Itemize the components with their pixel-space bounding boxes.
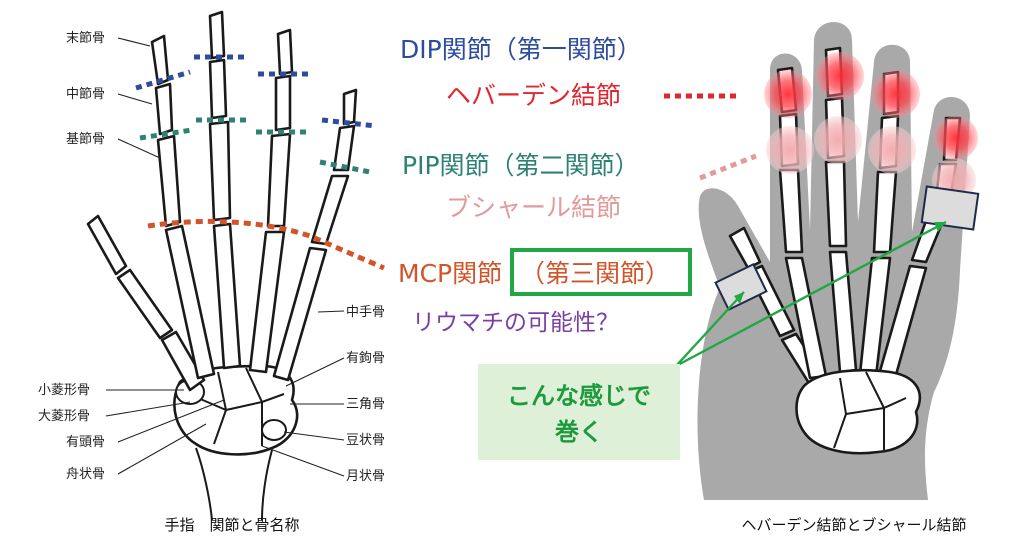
note-arrows: [675, 220, 947, 368]
label-middle-phalanx: 中節骨: [66, 87, 105, 102]
label-trapezoid: 小菱形骨: [38, 383, 90, 398]
legend-mcp: MCP関節: [398, 259, 502, 288]
legend: DIP関節（第一関節） ヘバーデン結節 PIP関節（第二関節） ブシャール結節 …: [398, 35, 692, 336]
note-box: [478, 364, 680, 460]
left-hand-skeleton: [86, 10, 358, 521]
note-line1: こんな感じで: [507, 382, 651, 410]
right-caption: ヘバーデン結節とブシャール結節: [741, 516, 966, 534]
heberden-node-ring: [872, 70, 920, 118]
label-trapezium: 大菱形骨: [38, 409, 90, 424]
bone-labels: 末節骨 中節骨 基節骨 中手骨 有鉤骨 小菱形骨 三角骨 大菱形骨 有頭骨 豆状…: [38, 31, 385, 484]
dip-line-little: [321, 117, 377, 129]
wrap-note: こんな感じで 巻く: [478, 364, 680, 460]
bandage-little-finger: [920, 185, 980, 231]
heberden-node-little: [934, 116, 978, 160]
pip-line-index: [139, 127, 193, 141]
legend-pip: PIP関節（第二関節）: [402, 151, 640, 180]
heberden-node-middle: [816, 52, 864, 100]
mcp-highlight-frame: [510, 248, 692, 296]
pip-line-little: [319, 159, 371, 175]
bouchard-node-index: [766, 126, 814, 174]
label-proximal-phalanx: 基節骨: [66, 132, 105, 147]
heberden-nodes: [764, 52, 978, 160]
legend-dip: DIP関節（第一関節）: [400, 35, 642, 64]
left-caption: 手指 関節と骨名称: [164, 516, 299, 534]
label-scaphoid: 舟状骨: [66, 467, 105, 482]
legend-rheumatoid: リウマチの可能性？: [412, 310, 619, 336]
bouchard-node-middle: [814, 116, 862, 164]
label-pisiform: 豆状骨: [346, 433, 385, 448]
dip-line-index: [135, 69, 191, 91]
bouchard-node-ring: [868, 126, 916, 174]
heberden-node-index: [764, 70, 812, 118]
legend-heberden: ヘバーデン結節: [446, 81, 621, 110]
note-line2: 巻く: [555, 418, 603, 446]
joint-lines-left: [135, 54, 385, 271]
legend-bouchard: ブシャール結節: [446, 193, 621, 222]
label-capitate: 有頭骨: [66, 435, 105, 450]
label-metacarpal: 中手骨: [346, 305, 385, 320]
mcp-line: [147, 218, 385, 271]
label-lunate: 月状骨: [346, 469, 385, 484]
bandage-thumb: [714, 262, 768, 312]
label-hamate: 有鉤骨: [346, 351, 385, 366]
label-triquetrum: 三角骨: [346, 397, 385, 412]
label-distal-phalanx: 末節骨: [66, 31, 105, 46]
legend-mcp-boxed: （第三関節）: [520, 259, 670, 288]
bouchard-connector: [699, 153, 757, 181]
